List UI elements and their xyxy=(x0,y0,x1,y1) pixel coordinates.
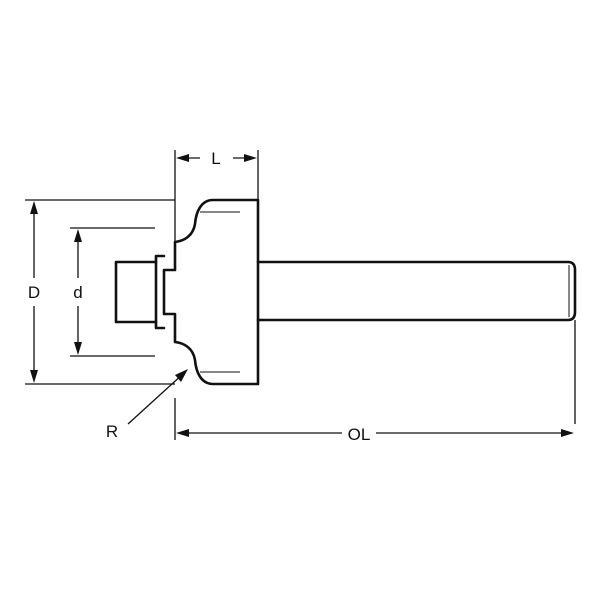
label-d: d xyxy=(73,283,82,302)
radius-pointer: R xyxy=(106,369,188,441)
label-R: R xyxy=(106,422,118,441)
dimension-L: L xyxy=(174,149,259,246)
shank xyxy=(256,260,577,322)
label-OL: OL xyxy=(348,425,371,444)
bearing xyxy=(114,254,166,330)
label-D: D xyxy=(28,283,40,302)
dimension-OL: OL xyxy=(174,320,576,444)
cutter-body xyxy=(162,198,260,386)
dimension-D: D xyxy=(25,199,175,385)
dimension-d: d xyxy=(70,227,155,357)
label-L: L xyxy=(211,149,220,168)
